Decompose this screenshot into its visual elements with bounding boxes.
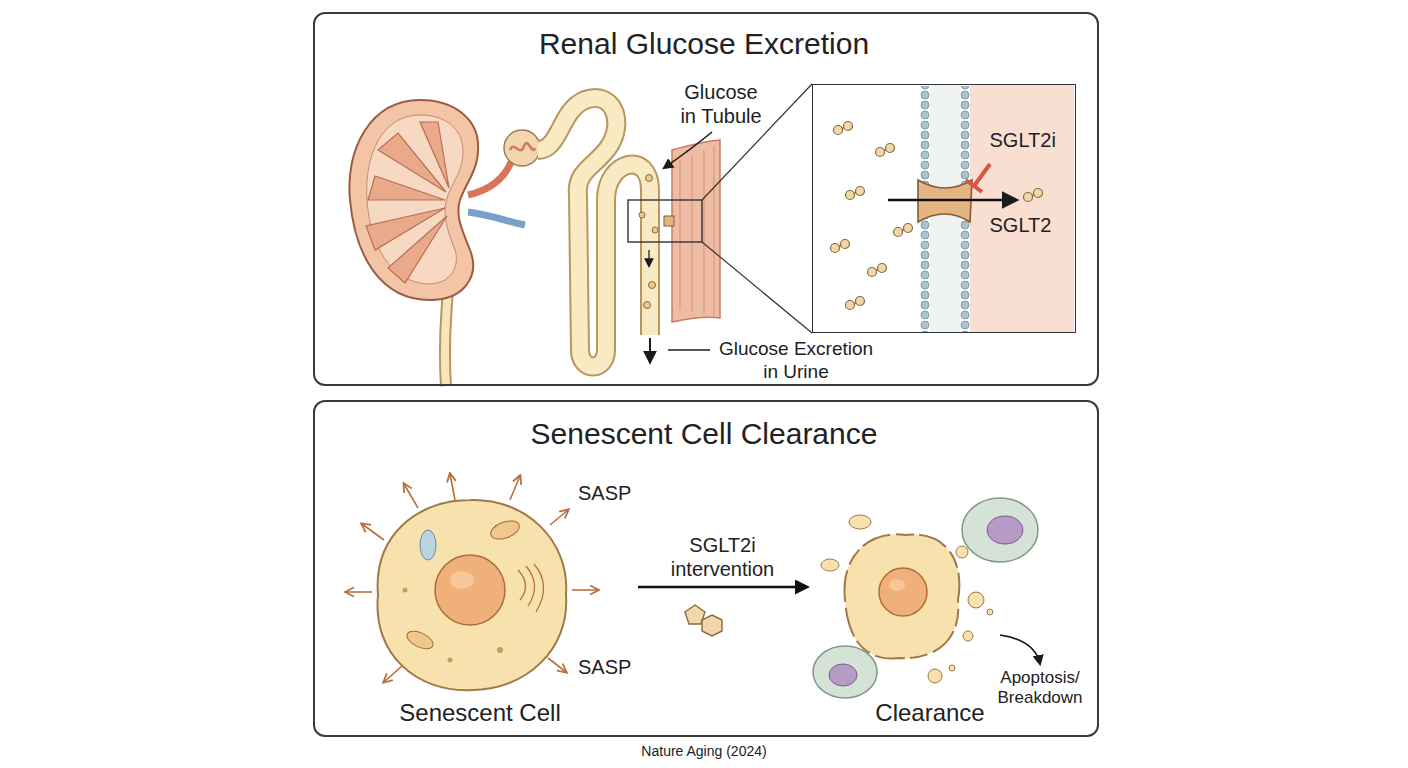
tubule-drawing — [538, 98, 650, 366]
cleared-cell-drawing — [849, 515, 871, 529]
membrane-drawing — [970, 85, 1074, 332]
senescent-cell-drawing — [403, 588, 408, 593]
edge-label: SGLT2i intervention — [658, 533, 788, 581]
tubule-drawing — [538, 98, 656, 366]
kidney-drawing — [349, 100, 478, 300]
kidney-drawing — [388, 216, 447, 283]
cleared-cell-drawing — [813, 646, 877, 698]
kidney-drawing — [349, 100, 540, 386]
senescent-cell-drawing — [384, 666, 402, 682]
panel-title: Senescent Cell Clearance — [315, 416, 1093, 452]
membrane-drawing — [831, 85, 1075, 332]
cleared-cell-drawing — [821, 559, 839, 571]
cleared-cell-drawing — [963, 631, 973, 641]
kidney-drawing — [420, 122, 449, 188]
secretion-label: SASP — [578, 481, 638, 505]
senescent-cell-drawing — [362, 524, 384, 540]
membrane-drawing — [834, 122, 853, 135]
molecule-drawing — [685, 605, 722, 636]
callout-label: Glucose in Tubule — [676, 80, 766, 128]
membrane-drawing — [876, 144, 895, 157]
membrane-drawing — [846, 297, 865, 310]
drug-label: SGLT2i — [990, 128, 1070, 152]
senescent-cell-drawing — [497, 647, 503, 653]
senescent-cell-drawing — [377, 500, 566, 690]
membrane-drawing — [888, 199, 1016, 202]
senescent-cell-drawing — [420, 530, 436, 560]
membrane-drawing — [966, 180, 982, 192]
kidney-drawing — [468, 160, 512, 195]
cleared-cell-drawing — [956, 546, 968, 558]
tubule-drawing — [646, 175, 653, 182]
leader-lines — [639, 212, 645, 218]
cleared-cell-drawing — [829, 664, 857, 686]
senescent-cell-drawing — [448, 658, 453, 663]
senescent-cell-drawing — [510, 476, 520, 500]
secretion-label: SASP — [578, 655, 638, 679]
vessel-drawing — [672, 140, 720, 322]
outcome-label: Apoptosis/ Breakdown — [992, 668, 1088, 709]
senescent-cell: Senescent Cell — [340, 490, 635, 732]
senescent-cell-drawing — [404, 484, 418, 508]
panel-title: Renal Glucose Excretion — [315, 26, 1093, 62]
leader-lines — [668, 349, 710, 350]
kidney-drawing — [504, 130, 540, 166]
leader-lines — [702, 242, 812, 333]
cleared-cell-drawing — [968, 592, 984, 608]
senescent-cell-drawing — [346, 591, 372, 593]
cleared-cell-drawing — [1000, 635, 1040, 664]
membrane-drawing — [831, 240, 850, 253]
cleared-cell: Clearance — [810, 470, 1010, 732]
cleared-cell-drawing — [844, 534, 959, 658]
senescent-cell-drawing — [572, 589, 598, 591]
membrane-drawing — [1024, 189, 1043, 202]
zoom-inset: SGLT2iSGLT2 — [812, 84, 1076, 333]
callout-label: Glucose Excretion in Urine — [712, 338, 880, 384]
vessel-drawing — [672, 140, 720, 322]
kidney-drawing — [368, 176, 445, 200]
tubule-drawing — [649, 338, 651, 362]
senescent-cell-drawing — [435, 555, 505, 625]
senescent-cell-drawing — [450, 474, 455, 500]
cleared-cell-drawing — [949, 665, 955, 671]
tubule-drawing — [538, 98, 650, 366]
membrane-drawing — [974, 164, 990, 186]
senescent-cell-drawing — [404, 628, 435, 653]
leader-lines — [664, 216, 674, 226]
cleared-cell-drawing — [987, 516, 1023, 544]
kidney-drawing — [367, 115, 463, 284]
membrane-drawing — [846, 187, 865, 200]
senescent-cell-drawing — [488, 517, 522, 542]
panel-frame: Renal Glucose ExcretionSGLT2iSGLT2 — [313, 12, 1099, 386]
leader-lines — [628, 200, 702, 242]
transporter-label: SGLT2 — [990, 213, 1068, 237]
senescent-cell-drawing — [518, 564, 544, 612]
membrane-drawing — [868, 264, 887, 277]
cleared-cell-drawing — [987, 609, 993, 615]
cleared-cell-drawing — [962, 498, 1038, 562]
cell-label: Senescent Cell — [370, 699, 590, 728]
molecule-drawing — [702, 615, 722, 636]
cleared-cell-drawing — [879, 568, 927, 616]
senescent-cell-drawing — [346, 474, 598, 690]
vessel-drawing — [680, 146, 714, 316]
kidney-drawing — [510, 143, 535, 150]
cleared-cell-drawing — [889, 579, 905, 591]
senescent-cell-drawing — [450, 571, 474, 589]
tubule-drawing — [644, 302, 651, 309]
senescent-cell-drawing — [548, 658, 566, 672]
cell-label: Clearance — [855, 699, 1005, 728]
caption: Nature Aging (2024) — [604, 743, 804, 760]
senescent-cell-drawing — [550, 510, 568, 525]
leader-lines — [664, 132, 712, 168]
leader-lines — [652, 227, 658, 233]
arrow-connector — [638, 586, 807, 589]
kidney-drawing — [468, 212, 525, 225]
cleared-cell-drawing — [928, 669, 942, 683]
tubule-drawing — [648, 250, 649, 266]
tubule-drawing — [649, 282, 656, 289]
membrane-drawing — [894, 224, 913, 237]
